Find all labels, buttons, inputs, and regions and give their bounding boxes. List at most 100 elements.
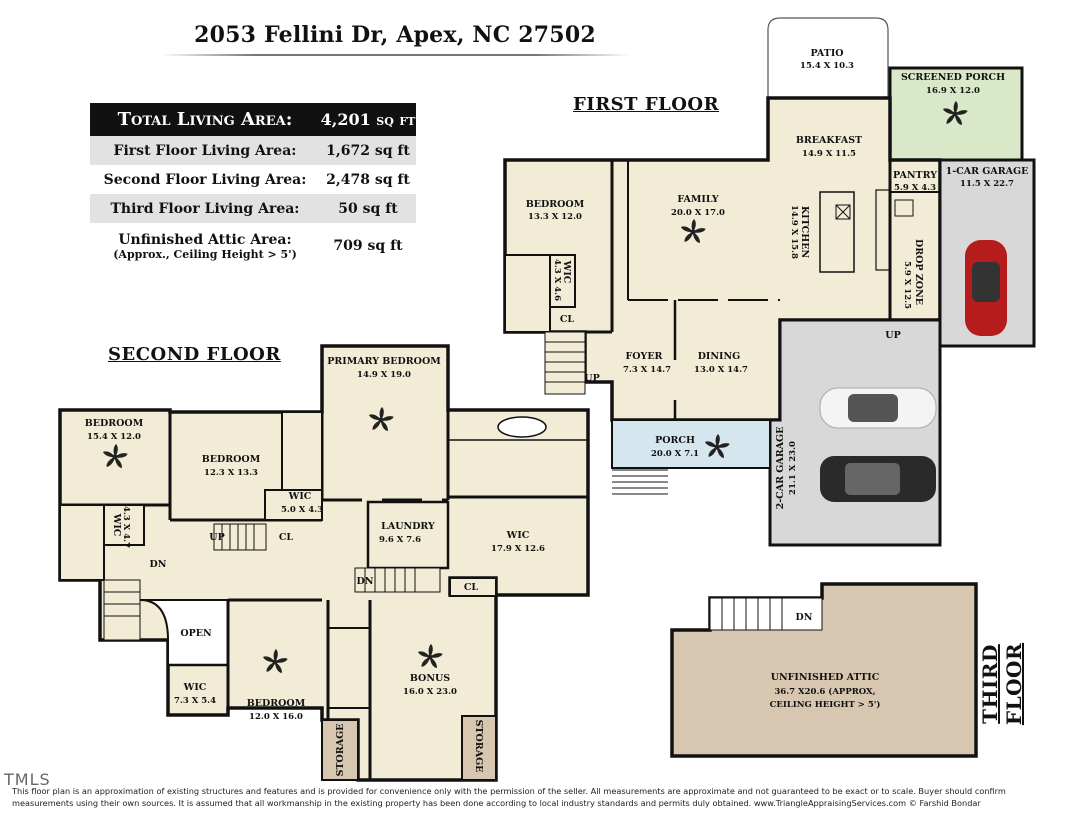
car-red-icon (965, 240, 1007, 336)
drop-zone-label: DROP ZONE (913, 239, 924, 305)
area-row-total: Total Living Area: 4,201 sq ft (90, 103, 416, 136)
area-value: 50 sq ft (338, 200, 398, 217)
area-label: Unfinished Attic Area: (Approx., Ceiling… (90, 232, 320, 261)
primary-wic-dim: 17.9 X 12.6 (491, 544, 545, 554)
dining-label: DINING (698, 351, 741, 362)
primary-bedroom-dim: 14.9 X 19.0 (357, 370, 411, 380)
area-value: 4,201 sq ft (320, 110, 416, 129)
mls-logo: TMLS (4, 770, 51, 789)
area-row-third: Third Floor Living Area: 50 sq ft (90, 194, 416, 223)
two-car-garage-dim: 21.1 X 23.0 (788, 441, 798, 495)
primary-wic-label: WIC (506, 530, 530, 541)
storage-a-area (321, 719, 359, 781)
wic-a-dim: 4.3 X 4.7 (121, 506, 131, 548)
second-dn-a-label: DN (150, 559, 167, 570)
area-row-first: First Floor Living Area: 1,672 sq ft (90, 136, 416, 165)
wic-c-label: WIC (183, 682, 207, 693)
wic-a-label: WIC (111, 513, 122, 537)
disclaimer-line-1: This floor plan is an approximation of e… (12, 786, 1006, 796)
second-floor-label: SECOND FLOOR (108, 344, 281, 365)
breakfast-label: BREAKFAST (796, 135, 862, 146)
one-car-garage-dim: 11.5 X 22.7 (960, 179, 1014, 189)
drop-zone-dim: 5.9 X 12.5 (902, 261, 912, 309)
first-wic-dim: 4.3 X 4.6 (552, 259, 562, 301)
disclaimer-line-2: measurements using their own sources. It… (12, 798, 981, 808)
page-title: 2053 Fellini Dr, Apex, NC 27502 (194, 22, 596, 48)
first-floor-label: FIRST FLOOR (573, 94, 720, 115)
bedroom-a-label: BEDROOM (85, 418, 144, 429)
first-bedroom-label: BEDROOM (526, 199, 585, 210)
wic-b-label: WIC (288, 491, 312, 502)
bonus-dim: 16.0 X 23.0 (403, 687, 457, 697)
attic-note: CEILING HEIGHT > 5') (770, 699, 881, 710)
car-white-icon (819, 387, 937, 429)
attic-dim: 36.7 X20.6 (APPROX, (774, 686, 875, 697)
kitchen-dim: 14.9 X 15.8 (789, 205, 799, 259)
area-label: Third Floor Living Area: (110, 200, 300, 217)
attic-area-sublabel: (Approx., Ceiling Height > 5') (113, 247, 297, 261)
second-up-label: UP (209, 532, 224, 543)
patio-dim: 15.4 X 10.3 (800, 61, 854, 71)
two-car-garage-label: 2-CAR GARAGE (775, 427, 786, 510)
foyer-label: FOYER (626, 351, 663, 362)
pantry-label: PANTRY (893, 170, 937, 181)
garage-up-label: UP (885, 330, 900, 341)
bedroom-b-dim: 12.3 X 13.3 (204, 468, 258, 478)
laundry-dim: 9.6 X 7.6 (379, 535, 421, 545)
breakfast-dim: 14.9 X 11.5 (802, 149, 856, 159)
storage-b-label: STORAGE (473, 720, 484, 773)
storage-a-label: STORAGE (335, 724, 346, 777)
wic-b-dim: 5.0 X 4.3 (281, 505, 323, 515)
bedroom-b-label: BEDROOM (202, 454, 261, 465)
patio-area (767, 17, 889, 99)
family-dim: 20.0 X 17.0 (671, 208, 725, 218)
first-wic-label: WIC (561, 260, 572, 284)
patio-label: PATIO (810, 48, 843, 59)
area-label: First Floor Living Area: (113, 142, 297, 159)
area-value: 2,478 sq ft (326, 171, 410, 188)
area-label: Second Floor Living Area: (103, 171, 307, 188)
bedroom-c-dim: 12.0 X 16.0 (249, 712, 303, 722)
two-car-garage-area (768, 318, 942, 547)
storage-b-area (461, 715, 497, 781)
area-table: Total Living Area: 4,201 sq ft First Flo… (90, 103, 416, 269)
area-row-second: Second Floor Living Area: 2,478 sq ft (90, 165, 416, 194)
second-cl-b-label: CL (464, 582, 479, 593)
second-cl-a-label: CL (279, 532, 294, 543)
kitchen-label: KITCHEN (799, 206, 810, 259)
second-floor-plan (58, 344, 590, 782)
first-floor-plan (503, 17, 1036, 547)
third-dn-label: DN (796, 612, 813, 623)
bedroom-a-dim: 15.4 X 12.0 (87, 432, 141, 442)
room-labels: PATIO 15.4 X 10.3 SCREENED PORCH 16.9 X … (85, 48, 1029, 776)
one-car-garage-label: 1-CAR GARAGE (946, 166, 1029, 177)
third-floor-plan (670, 582, 978, 758)
attic-label: UNFINISHED ATTIC (771, 672, 880, 683)
first-cl-label: CL (560, 314, 575, 325)
bonus-label: BONUS (410, 673, 450, 684)
second-floor-living-area (58, 344, 590, 782)
porch-area (611, 419, 771, 469)
area-label: Total Living Area: (117, 109, 293, 130)
wic-c-dim: 7.3 X 5.4 (174, 696, 216, 706)
disclaimer: This floor plan is an approximation of e… (12, 785, 1080, 809)
dining-dim: 13.0 X 14.7 (694, 365, 748, 375)
open-label: OPEN (180, 628, 212, 639)
porch-dim: 20.0 X 7.1 (651, 449, 699, 459)
bedroom-c-label: BEDROOM (247, 698, 306, 709)
car-black-icon (820, 456, 936, 502)
title-divider (160, 54, 630, 56)
primary-bedroom-label: PRIMARY BEDROOM (327, 356, 441, 367)
foyer-dim: 7.3 X 14.7 (623, 365, 671, 375)
first-up-label: UP (584, 373, 599, 384)
pantry-dim: 5.9 X 4.3 (894, 183, 936, 193)
area-value: 1,672 sq ft (326, 142, 410, 159)
screened-porch-label: SCREENED PORCH (901, 72, 1005, 83)
first-bedroom-dim: 13.3 X 12.0 (528, 212, 582, 222)
laundry-label: LAUNDRY (381, 521, 435, 532)
area-row-attic: Unfinished Attic Area: (Approx., Ceiling… (90, 223, 416, 269)
porch-label: PORCH (655, 435, 695, 446)
attic-area-label: Unfinished Attic Area: (118, 231, 292, 248)
area-value: 709 sq ft (333, 238, 403, 254)
